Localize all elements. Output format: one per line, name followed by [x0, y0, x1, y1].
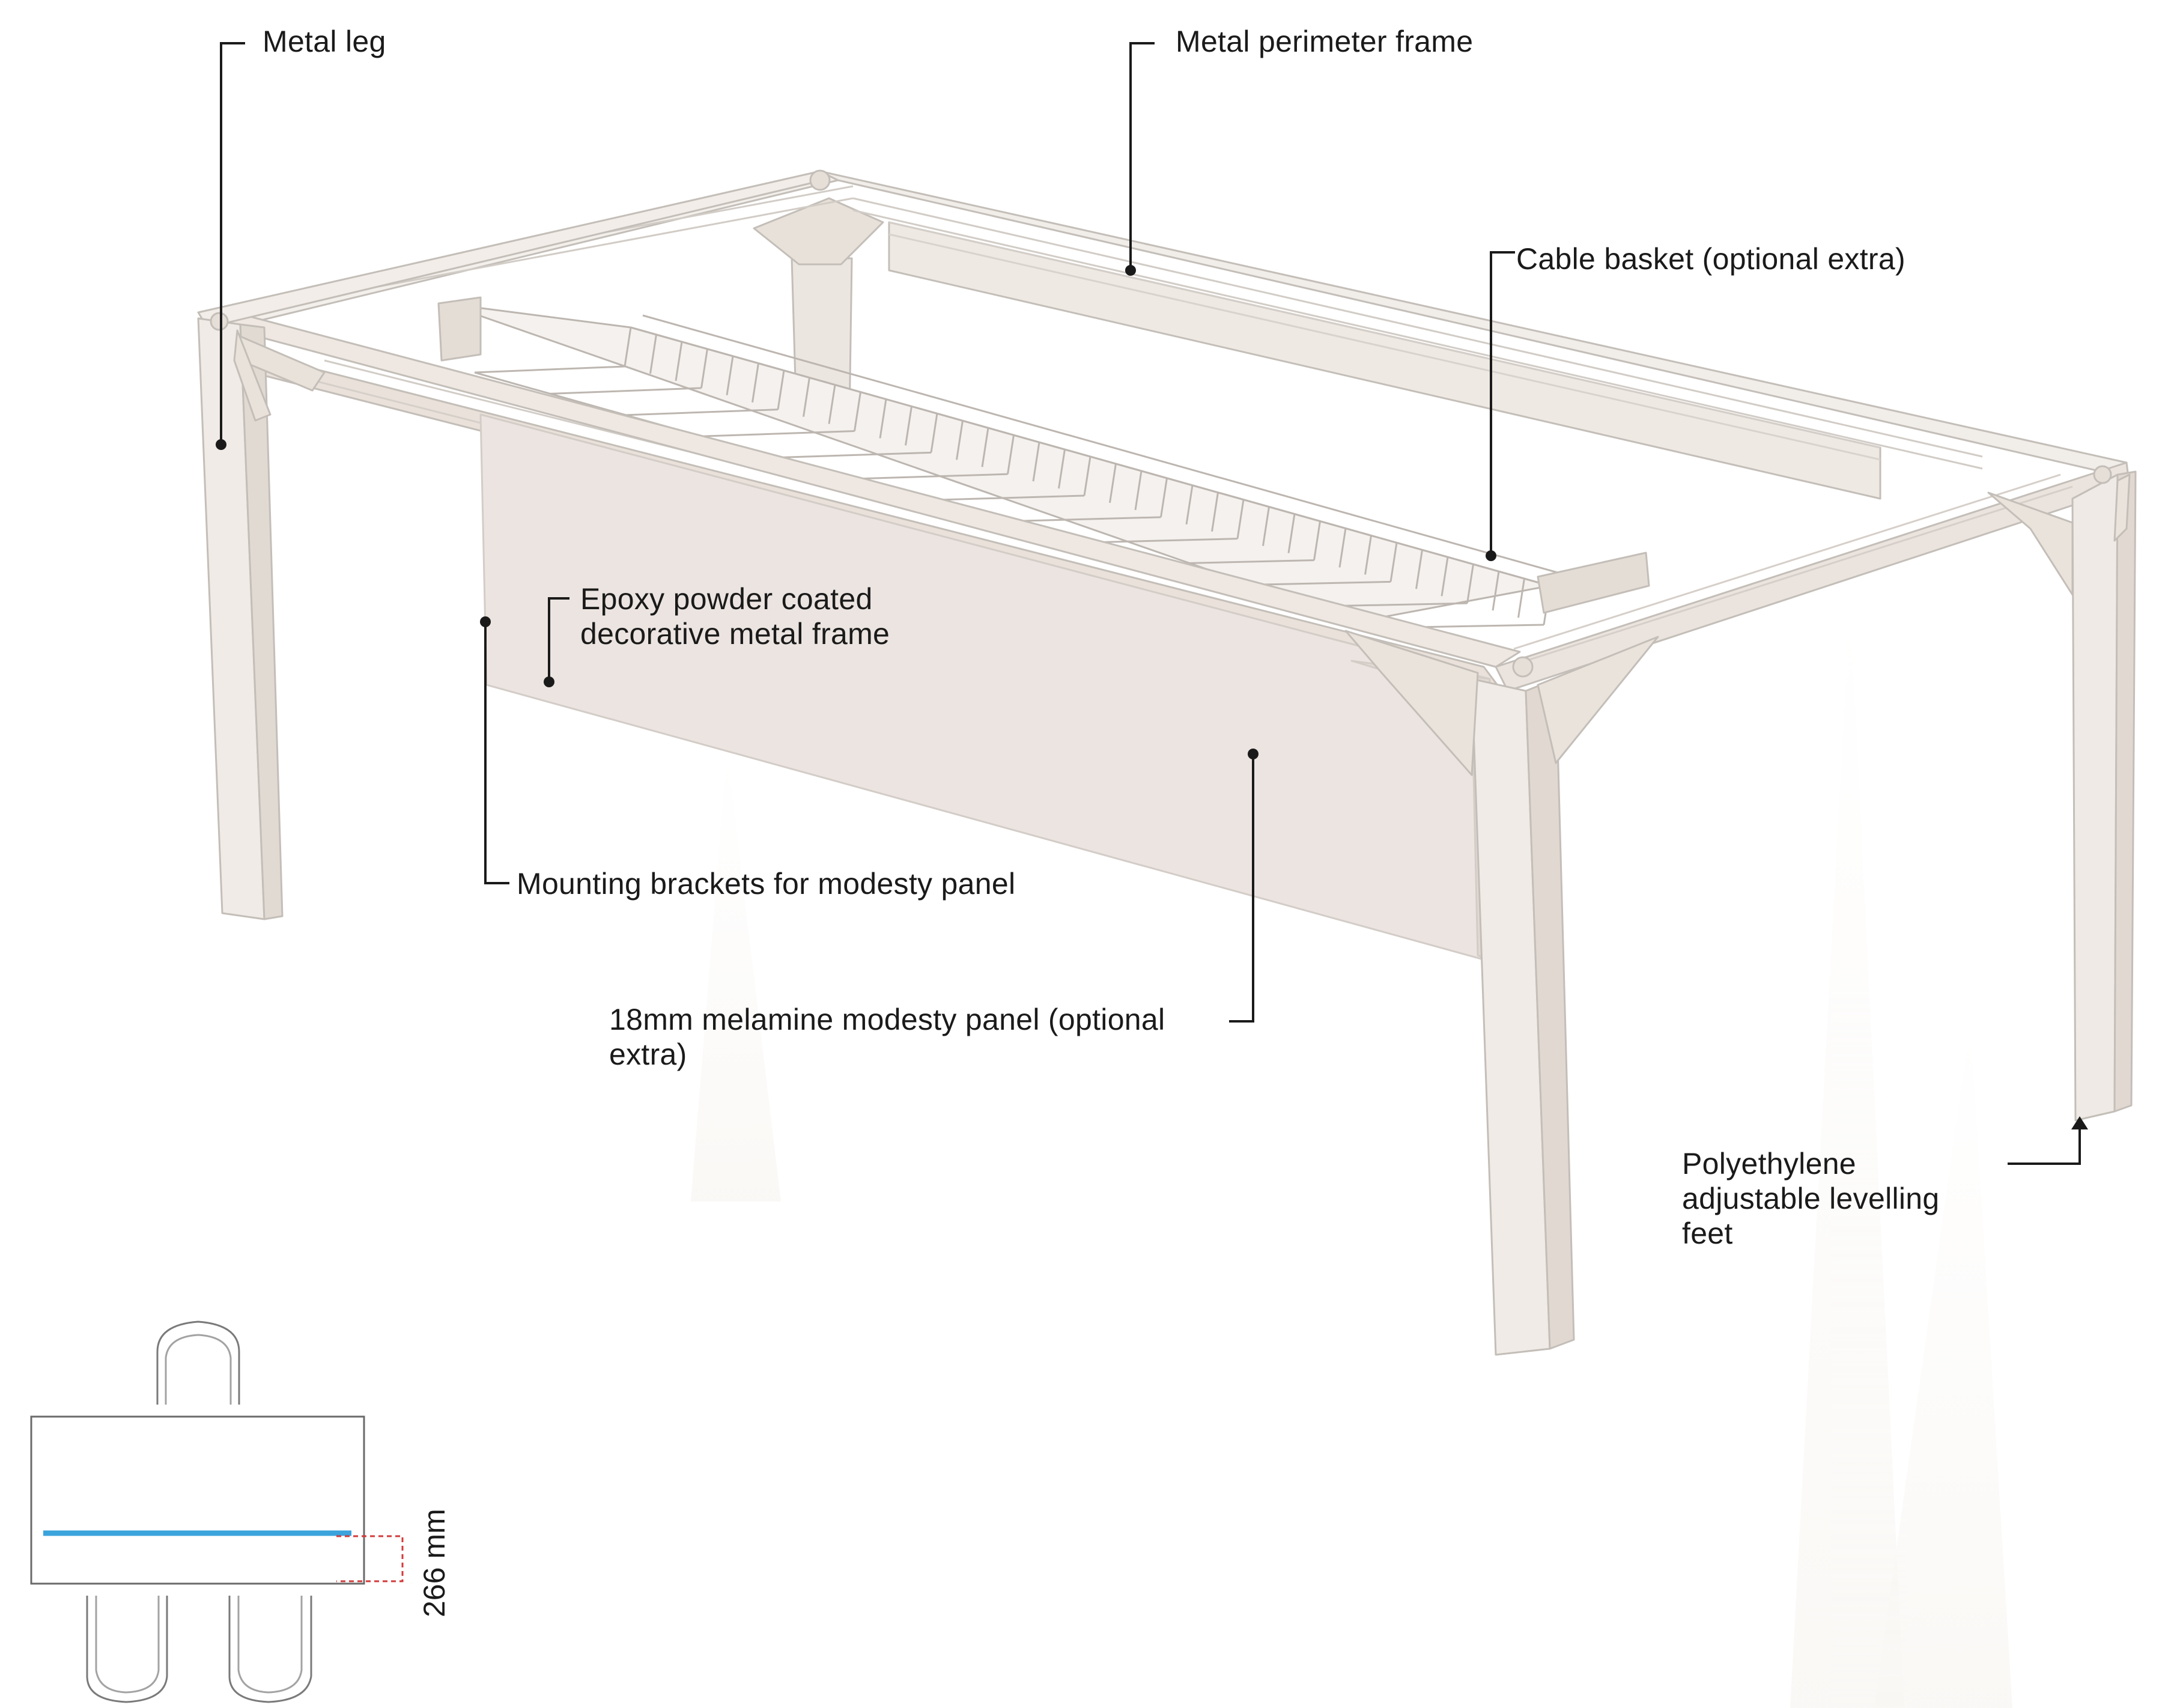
- callout-mounting-brackets: Mounting brackets for modesty panel: [517, 867, 1016, 901]
- cable-basket-bar: [803, 377, 810, 417]
- cable-basket-bar: [981, 427, 989, 467]
- cable-basket-bar: [700, 348, 708, 389]
- table-frame-illustration: [197, 169, 2137, 1356]
- cable-basket-bar: [854, 392, 861, 431]
- background-light-shafts: [691, 601, 2012, 1708]
- cable-basket-bar: [649, 334, 657, 374]
- cable-basket-bar: [675, 341, 683, 381]
- cable-basket-bar: [1134, 470, 1143, 511]
- cable-basket-bar: [1364, 535, 1372, 575]
- callout-levelling-feet: Polyethylene adjustable levelling feet: [1682, 1146, 1940, 1251]
- callout-levelling-feet-line-1: Polyethylene: [1682, 1147, 1856, 1181]
- cable-basket-crossbar: [1003, 516, 1161, 523]
- cable-basket-bar: [1109, 463, 1117, 503]
- cable-basket-crossbar: [928, 494, 1085, 501]
- cable-basket-bar: [1517, 578, 1525, 618]
- cable-basket-crossbar: [701, 430, 855, 437]
- cable-basket-bar: [828, 384, 836, 424]
- left-frame-rail: [197, 170, 824, 329]
- cable-basket-crossbar: [777, 451, 932, 459]
- cable-basket-bar: [1389, 542, 1398, 582]
- cable-basket-bar: [1236, 499, 1245, 539]
- callout-cable-basket: Cable basket (optional extra): [1516, 242, 1905, 276]
- cable-basket-bar: [1007, 434, 1015, 475]
- leader-lines: [220, 42, 2081, 1165]
- basket-brackets: [437, 296, 1650, 614]
- front-left-leg: [197, 317, 326, 920]
- cable-basket-bar: [1058, 449, 1066, 489]
- back-right-leg: [1987, 470, 2137, 1122]
- cable-basket-bar: [624, 327, 632, 367]
- cable-basket-bar: [930, 413, 938, 453]
- callout-levelling-feet-line-3: feet: [1682, 1217, 1733, 1250]
- cable-basket-bar: [1441, 556, 1449, 597]
- cable-basket-crossbar: [852, 473, 1008, 480]
- corner-joints: [210, 169, 2112, 678]
- cable-basket-bar: [1032, 442, 1040, 482]
- callout-modesty-panel: 18mm melamine modesty panel (optional ex…: [609, 1002, 1165, 1072]
- cable-basket-bar: [1083, 456, 1092, 496]
- plan-view: [30, 1321, 365, 1703]
- cable-basket-bar: [1313, 521, 1321, 561]
- cable-basket-bar: [1262, 506, 1270, 546]
- cable-basket-bar: [1338, 528, 1347, 568]
- callout-epoxy-frame: Epoxy powder coated decorative metal fra…: [580, 582, 890, 651]
- callout-modesty-panel-line-1: 18mm melamine modesty panel (optional: [609, 1003, 1165, 1036]
- callout-epoxy-frame-line-2: decorative metal frame: [580, 617, 890, 651]
- cable-basket-bar: [1160, 478, 1168, 518]
- chair-bottom-right: [228, 1596, 312, 1703]
- callout-metal-leg: Metal leg: [263, 25, 386, 58]
- levelling-feet-arrow: [2071, 1116, 2088, 1129]
- cable-basket-bar: [1287, 514, 1296, 553]
- cable-basket-crossbar: [550, 387, 702, 395]
- cable-basket-bar: [1185, 485, 1194, 525]
- callout-modesty-panel-line-2: extra): [609, 1038, 687, 1071]
- dimension-marker: [336, 1535, 404, 1582]
- cable-basket-bar: [1466, 564, 1474, 604]
- dimension-label: 266 mm: [417, 1509, 451, 1617]
- cable-basket-bar: [1415, 550, 1423, 589]
- chair-top: [156, 1321, 240, 1405]
- cable-basket-bar: [956, 421, 964, 460]
- cable-basket-bar: [1211, 492, 1219, 532]
- leader-dots: [216, 265, 1496, 759]
- cable-basket-bar: [777, 370, 785, 410]
- front-right-leg: [1344, 630, 1659, 1356]
- cable-basket-bar: [1492, 571, 1500, 611]
- callout-metal-perimeter-frame: Metal perimeter frame: [1176, 25, 1474, 58]
- table-outline: [30, 1415, 365, 1585]
- cable-basket-bar: [905, 406, 912, 446]
- cable-basket-bar: [751, 363, 759, 403]
- chair-bottom-left: [86, 1596, 168, 1703]
- cable-basket-bar: [726, 356, 734, 396]
- cable-basket-crossbar: [625, 409, 779, 416]
- cable-basket-crossbar: [474, 365, 625, 374]
- cable-basket-bar: [879, 399, 887, 439]
- callout-epoxy-frame-line-1: Epoxy powder coated: [580, 582, 873, 616]
- callout-levelling-feet-line-2: adjustable levelling: [1682, 1182, 1940, 1215]
